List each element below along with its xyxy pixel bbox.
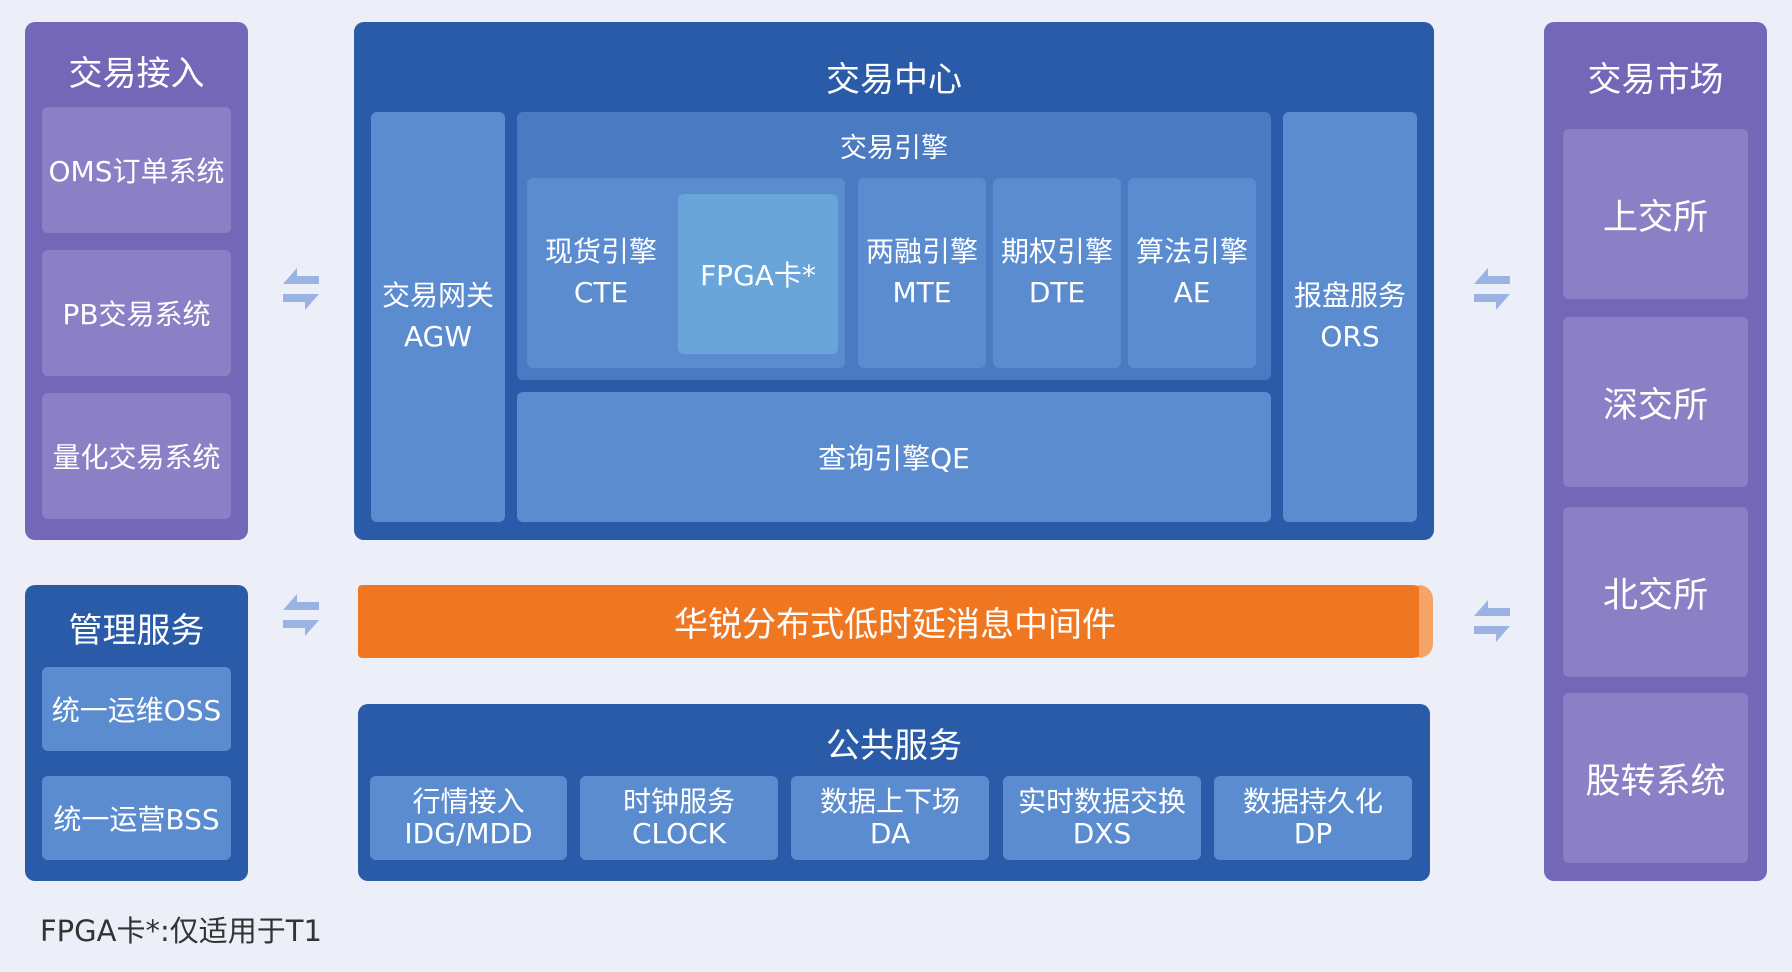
public-item-code: DA xyxy=(869,817,911,850)
market-item-bse: 北交所 xyxy=(1563,507,1748,677)
spot-engine-group: 现货引擎 CTE FPGA卡* xyxy=(527,178,845,368)
exchange-arrows-icon xyxy=(1474,600,1510,642)
algo-engine: 算法引擎 AE xyxy=(1128,178,1256,368)
public-services-panel: 公共服务 行情接入 IDG/MDD 时钟服务 CLOCK 数据上下场 DA 实时… xyxy=(358,704,1430,881)
mgmt-title: 管理服务 xyxy=(68,611,205,651)
gateway-code: AGW xyxy=(403,320,473,353)
public-item-code: DXS xyxy=(1072,817,1132,850)
ors-label: 报盘服务 xyxy=(1293,279,1406,313)
mgmt-panel: 管理服务 统一运维OSS 统一运营BSS xyxy=(25,585,248,881)
public-item-idg: 行情接入 IDG/MDD xyxy=(370,776,567,860)
margin-engine-label: 两融引擎 xyxy=(865,235,978,269)
trade-center-panel: 交易中心 交易网关 AGW 交易引擎 现货引擎 CTE FPGA卡* 两融引擎 … xyxy=(354,22,1434,540)
market-title: 交易市场 xyxy=(1587,60,1724,100)
algo-engine-code: AE xyxy=(1173,276,1211,309)
access-item-label: OMS订单系统 xyxy=(48,155,225,188)
spot-engine-label: 现货引擎 xyxy=(544,235,657,269)
query-engine: 查询引擎QE xyxy=(517,392,1271,522)
public-item-dxs: 实时数据交换 DXS xyxy=(1003,776,1201,860)
public-services-title: 公共服务 xyxy=(826,726,962,766)
public-item-code: DP xyxy=(1293,817,1333,850)
market-item-label: 股转系统 xyxy=(1585,761,1726,802)
public-item-clock: 时钟服务 CLOCK xyxy=(580,776,778,860)
trade-engine-box: 交易引擎 现货引擎 CTE FPGA卡* 两融引擎 MTE 期权引擎 DTE 算… xyxy=(517,112,1271,380)
mgmt-item-bss: 统一运营BSS xyxy=(42,776,231,860)
trade-center-title: 交易中心 xyxy=(826,60,962,100)
public-item-label: 数据上下场 xyxy=(819,784,960,818)
algo-engine-label: 算法引擎 xyxy=(1135,235,1248,269)
spot-engine-code: CTE xyxy=(573,276,629,309)
access-item-pb: PB交易系统 xyxy=(42,250,231,376)
option-engine-label: 期权引擎 xyxy=(1000,235,1113,269)
public-item-da: 数据上下场 DA xyxy=(791,776,989,860)
margin-engine: 两融引擎 MTE xyxy=(858,178,986,368)
access-item-label: 量化交易系统 xyxy=(52,441,221,474)
market-item-label: 北交所 xyxy=(1602,575,1708,616)
spot-engine: 现货引擎 CTE xyxy=(527,178,675,368)
option-engine-code: DTE xyxy=(1028,276,1086,309)
public-item-label: 实时数据交换 xyxy=(1017,784,1186,818)
gateway-box: 交易网关 AGW xyxy=(371,112,505,522)
exchange-arrows-icon xyxy=(1474,268,1510,310)
fpga-card-label: FPGA卡* xyxy=(700,259,816,292)
exchange-arrows-icon xyxy=(283,594,319,636)
access-item-label: PB交易系统 xyxy=(62,298,211,331)
mgmt-item-label: 统一运维OSS xyxy=(51,694,222,727)
middleware-bar: 华锐分布式低时延消息中间件 xyxy=(358,585,1433,658)
market-item-label: 上交所 xyxy=(1602,197,1708,238)
access-item-oms: OMS订单系统 xyxy=(42,107,231,233)
market-item-szse: 深交所 xyxy=(1563,317,1748,487)
ors-code: ORS xyxy=(1320,320,1380,353)
margin-engine-code: MTE xyxy=(892,276,952,309)
access-panel: 交易接入 OMS订单系统 PB交易系统 量化交易系统 xyxy=(25,22,248,540)
market-panel: 交易市场 上交所 深交所 北交所 股转系统 xyxy=(1544,22,1767,881)
option-engine: 期权引擎 DTE xyxy=(993,178,1121,368)
mgmt-item-oss: 统一运维OSS xyxy=(42,667,231,751)
access-title: 交易接入 xyxy=(68,54,205,94)
public-item-code: CLOCK xyxy=(631,817,727,850)
public-item-label: 行情接入 xyxy=(412,784,525,818)
market-item-label: 深交所 xyxy=(1602,385,1708,426)
market-item-sse: 上交所 xyxy=(1563,129,1748,299)
fpga-card: FPGA卡* xyxy=(678,194,838,354)
public-item-dp: 数据持久化 DP xyxy=(1214,776,1412,860)
mgmt-item-label: 统一运营BSS xyxy=(53,803,220,836)
query-engine-label: 查询引擎QE xyxy=(818,442,970,475)
ors-box: 报盘服务 ORS xyxy=(1283,112,1417,522)
access-item-quant: 量化交易系统 xyxy=(42,393,231,519)
public-item-label: 时钟服务 xyxy=(622,784,735,818)
exchange-arrows-icon xyxy=(283,268,319,310)
public-item-label: 数据持久化 xyxy=(1242,784,1383,818)
middleware-label: 华锐分布式低时延消息中间件 xyxy=(674,605,1116,645)
gateway-label: 交易网关 xyxy=(381,279,494,313)
middleware-bar-cap xyxy=(1419,585,1433,658)
market-item-neeq: 股转系统 xyxy=(1563,693,1748,863)
public-item-code: IDG/MDD xyxy=(404,817,533,850)
footnote: FPGA卡*:仅适用于T1 xyxy=(40,914,322,948)
trade-engine-title: 交易引擎 xyxy=(840,133,948,164)
